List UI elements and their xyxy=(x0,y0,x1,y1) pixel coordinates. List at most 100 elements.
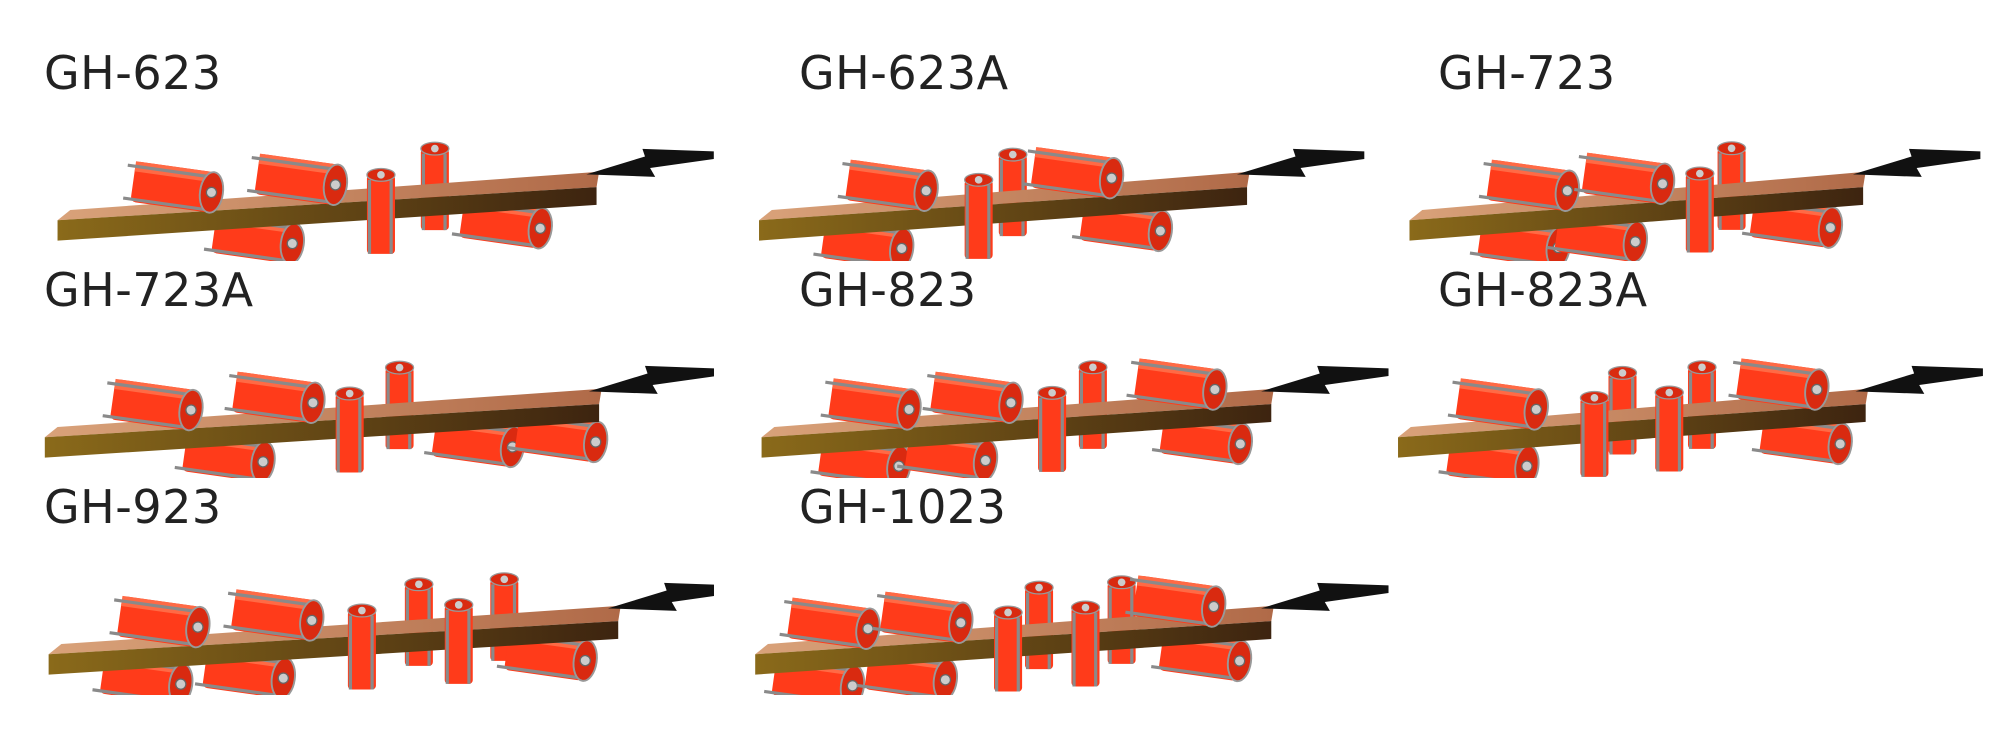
spindle-bore xyxy=(205,186,218,199)
cutter-knife xyxy=(223,624,313,641)
cutter-knife xyxy=(1578,155,1668,171)
cutter-knife xyxy=(813,252,902,261)
top-cutter-head xyxy=(223,589,325,642)
cutter-knife xyxy=(1130,360,1220,377)
feed-direction-arrow xyxy=(586,148,714,177)
spindle-layout-illustration xyxy=(761,358,1389,478)
model-panel-gh-1023: GH-1023 xyxy=(755,472,1469,695)
cutter-knife xyxy=(1751,447,1841,464)
spindle-bore xyxy=(454,601,463,609)
cutter-knife xyxy=(496,664,586,681)
feed-direction-arrow xyxy=(588,365,714,394)
spindle-bore xyxy=(185,404,197,416)
spindle-bore xyxy=(955,617,967,629)
front-spindles xyxy=(122,153,396,254)
spindle-layout-illustration xyxy=(48,572,714,695)
feed-direction-arrow xyxy=(1261,582,1389,611)
left-side-cutter-head xyxy=(963,172,994,259)
cutter-knife xyxy=(872,626,962,643)
feed-direction-arrow xyxy=(1261,365,1389,394)
spindle-bore xyxy=(1811,383,1823,396)
cutter-body xyxy=(964,179,993,259)
spindle-bore xyxy=(846,680,859,692)
board-front-face xyxy=(1409,187,1864,241)
top-cutter-head xyxy=(224,371,326,424)
cutter-knife xyxy=(127,163,217,180)
front-spindles xyxy=(1478,152,1715,253)
spindle-bore xyxy=(974,176,983,184)
cutter-knife xyxy=(784,599,873,616)
cutter-knife xyxy=(1741,231,1831,248)
front-spindles xyxy=(837,146,1125,259)
spindle-bore xyxy=(1233,655,1246,667)
spindle-bore xyxy=(1696,169,1704,178)
model-panel-gh-623a: GH-623A xyxy=(755,38,1469,261)
spindle-bore xyxy=(192,621,204,633)
top-cutter-head xyxy=(246,153,349,207)
cutter-body xyxy=(1655,392,1684,472)
spindle-layout-illustration xyxy=(44,360,714,478)
spindle-bore xyxy=(1005,397,1017,409)
spindle-bore xyxy=(1207,600,1220,613)
spindle-bore xyxy=(1154,225,1167,237)
model-panel-gh-623: GH-623 xyxy=(0,38,714,261)
left-side-cutter-head xyxy=(1654,385,1684,472)
spindle-layout-illustration xyxy=(1398,358,1983,478)
spindle-bore xyxy=(589,436,602,448)
cutter-knife xyxy=(1478,194,1568,211)
spindle-bore xyxy=(1698,363,1706,372)
spindle-bore xyxy=(345,389,354,398)
spindle-bore xyxy=(257,456,269,468)
spindle-bore xyxy=(286,237,299,250)
spindle-bore xyxy=(903,403,915,416)
cutter-knife xyxy=(922,406,1012,423)
cutter-knife xyxy=(122,196,212,213)
left-side-cutter-head xyxy=(1685,166,1715,253)
cutter-body xyxy=(994,612,1023,692)
model-label: GH-823A xyxy=(1438,263,1648,317)
model-label: GH-723A xyxy=(44,263,254,317)
top-cutter-head xyxy=(1125,575,1227,628)
cutter-knife xyxy=(1728,393,1818,410)
top-cutter-head xyxy=(1126,358,1228,411)
board-front-face xyxy=(57,187,597,241)
model-panel-gh-723a: GH-723A xyxy=(0,255,714,478)
cutter-knife xyxy=(856,683,946,695)
left-side-cutter-head xyxy=(1579,390,1610,477)
spindle-bore xyxy=(415,580,423,589)
cutter-knife xyxy=(92,688,182,695)
model-label: GH-723 xyxy=(1438,46,1616,100)
cutter-knife xyxy=(229,374,318,390)
cutter-knife xyxy=(1151,664,1240,681)
spindle-bore xyxy=(1618,369,1627,377)
top-cutter-head xyxy=(837,159,939,212)
top-cutter-head xyxy=(1728,358,1830,411)
spindle-bore xyxy=(307,397,319,409)
cutter-body xyxy=(1685,173,1714,253)
model-label: GH-1023 xyxy=(799,480,1007,534)
spindle-bore xyxy=(1105,172,1118,184)
feed-direction-arrow xyxy=(1236,148,1365,177)
board-front-face xyxy=(1398,404,1866,458)
feed-direction-arrow xyxy=(608,582,714,611)
spindle-bore xyxy=(1656,178,1669,190)
spindle-bore xyxy=(175,678,187,690)
spindle-bore xyxy=(534,222,546,235)
left-side-cutter-head xyxy=(1037,385,1067,472)
spindle-bore xyxy=(1629,236,1642,248)
spindle-bore xyxy=(1727,144,1736,153)
top-cutter-head xyxy=(779,597,881,650)
spindle-bore xyxy=(1530,403,1542,416)
spindle-bore xyxy=(1035,583,1043,592)
front-spindles xyxy=(820,358,1228,472)
cutter-knife xyxy=(1469,251,1559,261)
top-cutter-head xyxy=(872,591,974,644)
top-cutter-head xyxy=(922,371,1024,424)
cutter-knife xyxy=(107,381,196,397)
cutter-knife xyxy=(1447,413,1537,430)
cutter-knife xyxy=(224,406,314,423)
top-cutter-head xyxy=(1478,159,1580,212)
cutter-knife xyxy=(1129,577,1219,594)
cutter-knife xyxy=(1574,187,1663,204)
cutter-knife xyxy=(1483,161,1573,178)
